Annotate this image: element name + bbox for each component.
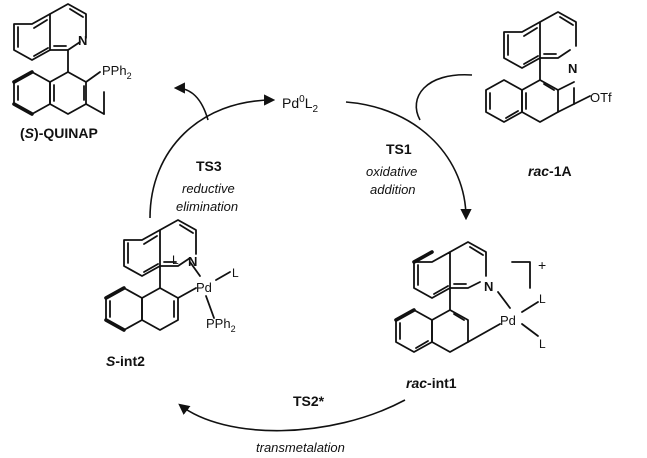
svg-text:L: L bbox=[172, 253, 179, 267]
s-int2-label: S-int2 bbox=[106, 353, 145, 369]
arrow-substrate-entry bbox=[415, 74, 473, 121]
ts3-desc-line2: elimination bbox=[176, 199, 238, 214]
s-int2-structure: N Pd L L PPh2 bbox=[104, 219, 239, 334]
svg-text:N: N bbox=[78, 33, 87, 48]
ts1-label: TS1 bbox=[386, 141, 412, 157]
int1-charge: + bbox=[538, 257, 546, 273]
svg-text:L: L bbox=[232, 266, 239, 280]
int2-pph2: PPh2 bbox=[206, 316, 236, 334]
rac-1a-label: rac-1A bbox=[528, 163, 572, 179]
arrow-product-release bbox=[173, 82, 209, 121]
quinap-structure: N PPh2 bbox=[12, 3, 132, 116]
svg-text:N: N bbox=[484, 279, 493, 294]
svg-text:L: L bbox=[539, 337, 546, 351]
ts2-label: TS2* bbox=[293, 393, 325, 409]
quinap-label: (S)-QUINAP bbox=[20, 125, 98, 141]
svg-text:L: L bbox=[539, 292, 546, 306]
svg-text:N: N bbox=[188, 254, 197, 269]
rac-1a-otf: OTf bbox=[590, 90, 612, 105]
int1-pd: Pd bbox=[500, 313, 516, 328]
rac-int1-structure: N Pd L L + bbox=[394, 241, 546, 353]
ts3-desc-line1: reductive bbox=[182, 181, 235, 196]
rac-int1-label: rac-int1 bbox=[406, 375, 457, 391]
catalyst-label: Pd0L2 bbox=[282, 94, 318, 115]
ts1-desc-line1: oxidative bbox=[366, 164, 417, 179]
arrow-ts3 bbox=[149, 94, 276, 219]
svg-text:N: N bbox=[568, 61, 577, 76]
int2-pd: Pd bbox=[196, 280, 212, 295]
rac-1a-structure: N OTf bbox=[485, 11, 612, 123]
ts2-desc: transmetalation bbox=[256, 440, 345, 455]
arrow-ts2 bbox=[178, 399, 406, 432]
arrow-ts1 bbox=[345, 101, 472, 221]
quinap-pph2: PPh2 bbox=[102, 63, 132, 81]
ts1-desc-line2: addition bbox=[370, 182, 416, 197]
ts3-label: TS3 bbox=[196, 158, 222, 174]
